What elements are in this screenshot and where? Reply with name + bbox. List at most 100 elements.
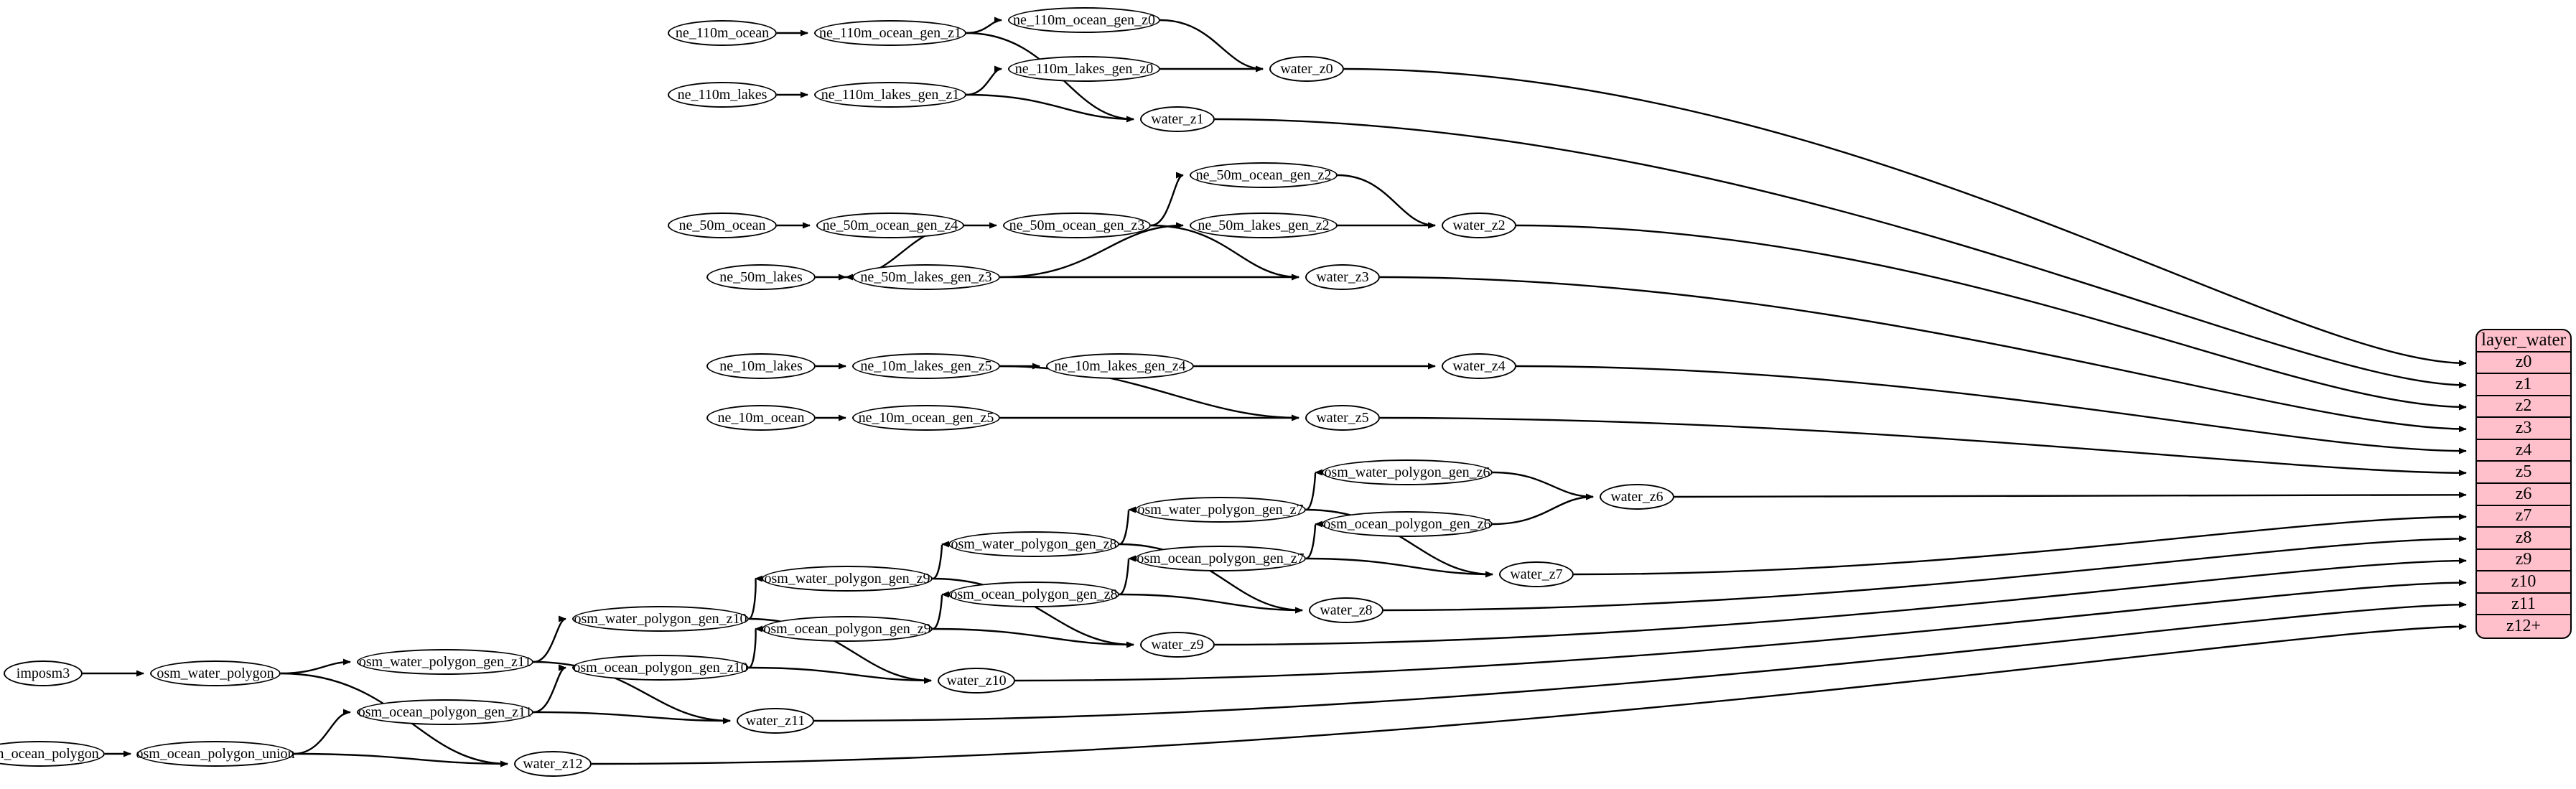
graph-node-ne_50m_ocean_gen_z3[interactable]: ne_50m_ocean_gen_z3 [1003,213,1151,238]
table-row-z6[interactable]: z6 [2477,484,2570,506]
graph-node-label: water_z4 [1452,358,1506,374]
graph-edge [1573,513,2467,576]
graph-edge [1214,118,2467,388]
graph-edge [533,711,731,724]
graph-edge [932,542,950,580]
graph-node-osm_ocean_polygon_gen_z8[interactable]: osm_ocean_polygon_gen_z8 [948,582,1119,607]
graph-node-label: ne_110m_lakes [677,87,767,103]
graph-node-water_z1[interactable]: water_z1 [1140,106,1215,132]
graph-node-label: ne_50m_lakes_gen_z3 [860,269,992,285]
graph-node-water_z7[interactable]: water_z7 [1499,561,1574,587]
graph-node-label: ne_10m_lakes_gen_z5 [860,358,992,374]
graph-node-label: ne_50m_ocean [678,218,766,233]
graph-node-water_z6[interactable]: water_z6 [1600,484,1674,510]
graph-node-osm_water_polygon_gen_z10[interactable]: osm_water_polygon_gen_z10 [572,606,749,632]
graph-edge [1337,174,1436,229]
graph-node-water_z4[interactable]: water_z4 [1442,353,1516,379]
graph-edge [748,666,932,684]
graph-node-ne_10m_lakes[interactable]: ne_10m_lakes [706,353,816,379]
table-row-z4[interactable]: z4 [2477,440,2570,462]
graph-node-ne_110m_lakes_gen_z1[interactable]: ne_110m_lakes_gen_z1 [814,82,966,108]
table-row-z10[interactable]: z10 [2477,571,2570,594]
graph-node-label: osm_ocean_polygon_union [136,746,295,762]
graph-node-ne_50m_ocean_gen_z2[interactable]: ne_50m_ocean_gen_z2 [1190,162,1338,188]
table-row-z1[interactable]: z1 [2477,374,2570,396]
graph-node-ne_110m_ocean_gen_z0[interactable]: ne_110m_ocean_gen_z0 [1008,7,1160,33]
graph-node-label: osm_ocean_polygon_gen_z9 [763,621,931,637]
graph-edge [748,575,763,620]
graph-edge [1305,471,1323,511]
graph-edge [748,625,763,669]
graph-node-osm_water_polygon_gen_z11[interactable]: osm_water_polygon_gen_z11 [357,649,533,675]
table-row-z8[interactable]: z8 [2477,528,2570,550]
graph-node-ne_10m_lakes_gen_z5[interactable]: ne_10m_lakes_gen_z5 [852,353,1000,379]
table-row-z2[interactable]: z2 [2477,396,2570,419]
graph-edge [1674,491,2467,498]
graph-node-osm_ocean_polygon[interactable]: osm_ocean_polygon [0,741,105,767]
graph-edge [932,577,1134,648]
graph-node-osm_water_polygon_gen_z9[interactable]: osm_water_polygon_gen_z9 [762,566,933,592]
graph-node-water_z5[interactable]: water_z5 [1305,405,1380,431]
graph-node-label: water_z9 [1151,637,1204,653]
graph-edge [1014,579,2467,682]
graph-node-label: imposm3 [16,666,70,681]
graph-node-osm_ocean_polygon_gen_z10[interactable]: osm_ocean_polygon_gen_z10 [572,655,749,681]
graph-edge [1119,508,1137,546]
graph-node-osm_ocean_polygon_gen_z7[interactable]: osm_ocean_polygon_gen_z7 [1135,546,1306,571]
graph-edge [932,592,950,630]
graph-node-ne_50m_ocean_gen_z4[interactable]: ne_50m_ocean_gen_z4 [816,213,964,238]
graph-node-water_z3[interactable]: water_z3 [1305,264,1380,290]
graph-node-label: ne_50m_ocean_gen_z3 [1009,218,1145,233]
graph-node-ne_110m_lakes[interactable]: ne_110m_lakes [668,82,777,108]
table-row-z3[interactable]: z3 [2477,418,2570,440]
table-row-z11[interactable]: z11 [2477,594,2570,616]
graph-edge [533,664,566,714]
graph-node-label: water_z7 [1510,566,1563,582]
table-row-z5[interactable]: z5 [2477,462,2570,484]
graph-node-water_z0[interactable]: water_z0 [1269,56,1344,82]
graph-node-water_z11[interactable]: water_z11 [737,708,814,734]
graph-node-water_z9[interactable]: water_z9 [1140,632,1215,658]
graph-edge [1159,19,1264,73]
graph-node-osm_ocean_polygon_union[interactable]: osm_ocean_polygon_union [136,741,295,767]
graph-node-osm_ocean_polygon_gen_z9[interactable]: osm_ocean_polygon_gen_z9 [762,616,933,642]
graph-node-label: osm_water_polygon_gen_z8 [951,536,1117,552]
table-row-z9[interactable]: z9 [2477,550,2570,572]
graph-node-osm_water_polygon[interactable]: osm_water_polygon [150,660,281,686]
graph-node-imposm3[interactable]: imposm3 [4,660,83,686]
graph-node-ne_110m_ocean_gen_z1[interactable]: ne_110m_ocean_gen_z1 [814,20,966,46]
graph-node-ne_10m_ocean_gen_z5[interactable]: ne_10m_ocean_gen_z5 [852,405,1000,431]
graph-node-label: ne_110m_ocean [675,25,770,41]
table-row-z0[interactable]: z0 [2477,353,2570,375]
graph-node-label: water_z1 [1151,111,1204,127]
graph-node-water_z12[interactable]: water_z12 [514,751,592,777]
graph-node-label: osm_water_polygon_gen_z11 [358,654,532,670]
graph-node-ne_10m_ocean[interactable]: ne_10m_ocean [706,405,816,431]
graph-node-label: water_z0 [1280,61,1333,77]
graph-node-water_z8[interactable]: water_z8 [1309,597,1383,623]
graph-node-osm_water_polygon_gen_z6[interactable]: osm_water_polygon_gen_z6 [1322,459,1493,485]
graph-edge [1119,593,1303,614]
graph-node-ne_110m_lakes_gen_z0[interactable]: ne_110m_lakes_gen_z0 [1008,56,1160,82]
table-row-z7[interactable]: z7 [2477,506,2570,528]
graph-node-ne_50m_lakes_gen_z3[interactable]: ne_50m_lakes_gen_z3 [852,264,1000,290]
graph-node-water_z10[interactable]: water_z10 [938,668,1015,694]
table-row-z12+[interactable]: z12+ [2506,617,2542,636]
graph-node-label: osm_water_polygon_gen_z10 [574,611,747,627]
graph-node-ne_110m_ocean[interactable]: ne_110m_ocean [668,20,777,46]
graph-node-osm_water_polygon_gen_z7[interactable]: osm_water_polygon_gen_z7 [1135,497,1306,523]
graph-node-ne_10m_lakes_gen_z4[interactable]: ne_10m_lakes_gen_z4 [1046,353,1194,379]
graph-node-label: ne_110m_lakes_gen_z1 [821,87,960,103]
graph-node-osm_ocean_polygon_gen_z11[interactable]: osm_ocean_polygon_gen_z11 [357,699,533,725]
graph-edge [1305,508,1493,578]
graph-node-osm_ocean_polygon_gen_z6[interactable]: osm_ocean_polygon_gen_z6 [1322,511,1493,537]
graph-edge [591,623,2467,765]
graph-node-ne_50m_ocean[interactable]: ne_50m_ocean [668,213,777,238]
graph-node-ne_50m_lakes_gen_z2[interactable]: ne_50m_lakes_gen_z2 [1190,213,1338,238]
graph-node-osm_water_polygon_gen_z8[interactable]: osm_water_polygon_gen_z8 [948,531,1119,557]
graph-edge [999,222,1184,279]
graph-node-water_z2[interactable]: water_z2 [1442,213,1516,238]
graph-node-ne_50m_lakes[interactable]: ne_50m_lakes [706,264,816,290]
